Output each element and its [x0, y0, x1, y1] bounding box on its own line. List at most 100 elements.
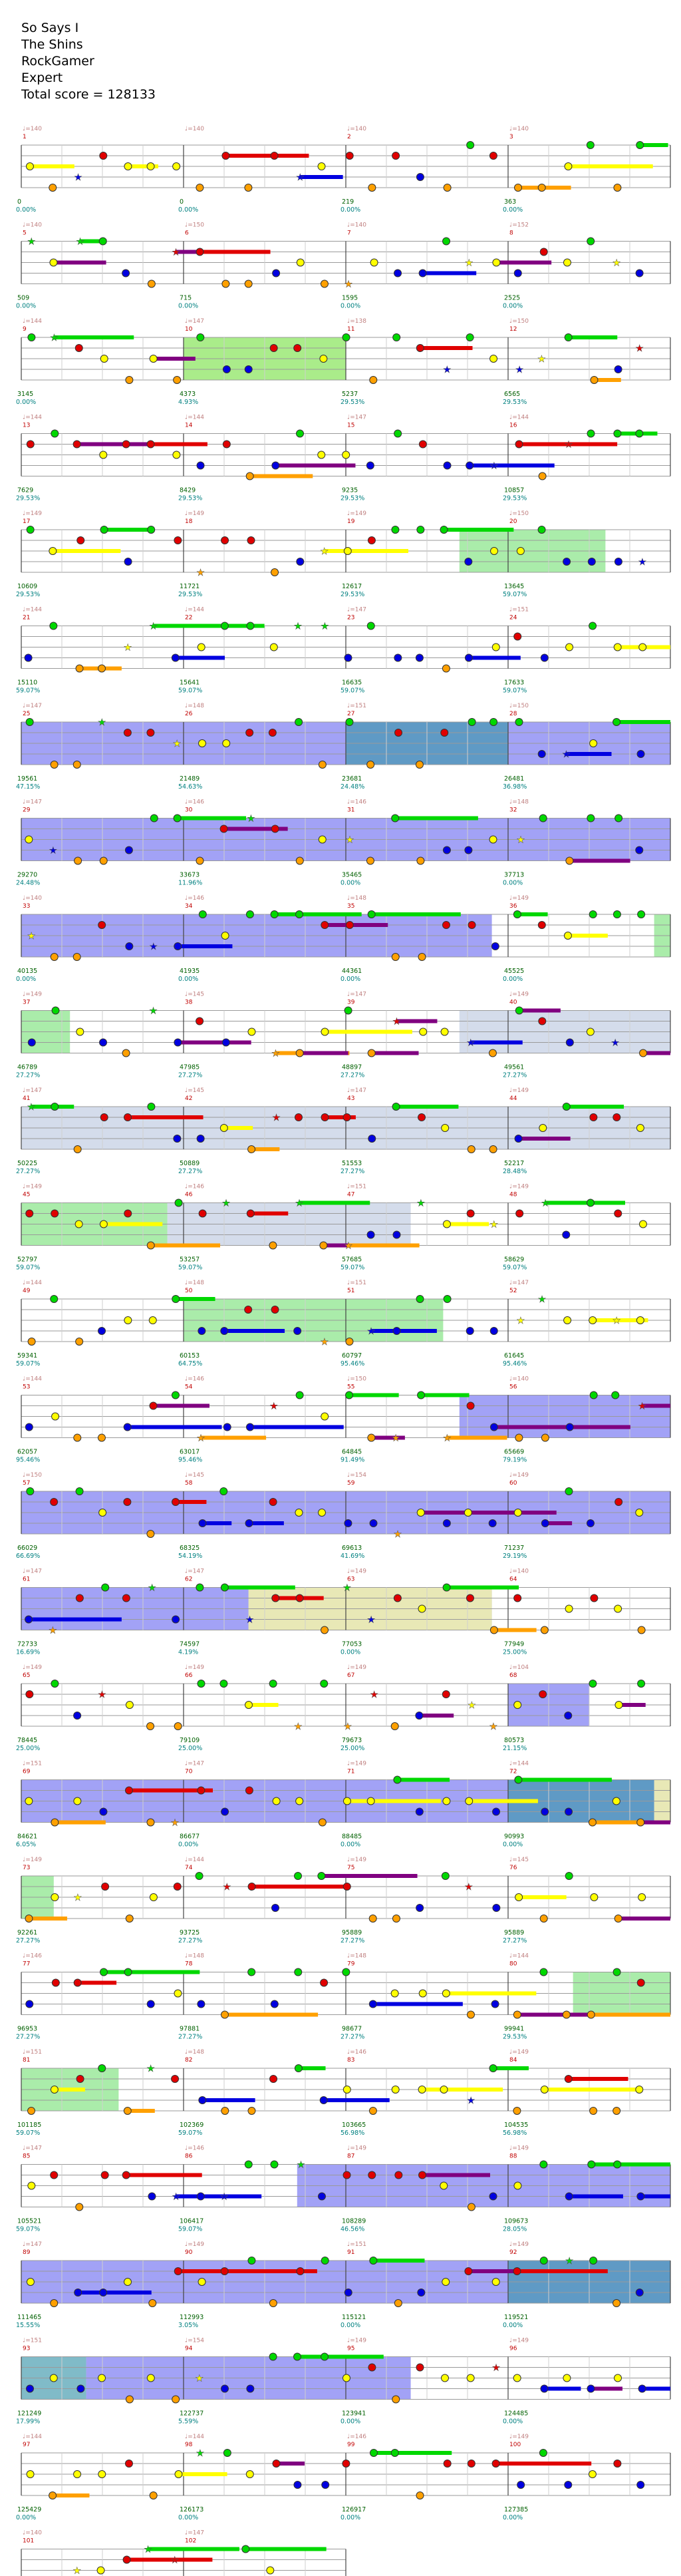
measure-score: 64845: [342, 1449, 362, 1456]
sp-percent: 0.00%: [503, 880, 523, 887]
note-gem: [99, 856, 108, 865]
note-gem: [466, 333, 474, 341]
measure-score: 6565: [504, 391, 520, 398]
sustain-tail: [346, 1799, 441, 1803]
note-gem: [442, 1220, 451, 1228]
measure-score: 69613: [342, 1545, 362, 1552]
sustain-tail: [371, 1435, 405, 1440]
note-gem: [222, 365, 231, 373]
note-gem: [635, 269, 644, 277]
note-gem: [321, 1027, 329, 1036]
sustain-tail: [323, 2098, 390, 2102]
tempo-marking: ♩=140: [23, 126, 42, 132]
measure-number: 100: [509, 2442, 521, 2448]
note-gem: [124, 1786, 133, 1795]
sustain-tail: [422, 2088, 503, 2092]
sustain-tail: [618, 1703, 646, 1707]
sustain-tail: [422, 2173, 490, 2177]
tempo-marking: ♩=147: [347, 607, 366, 614]
tempo-marking: ♩=144: [185, 1857, 204, 1863]
measure-score: 90993: [504, 1833, 524, 1841]
sustain-tail: [153, 1403, 209, 1408]
note-gem: [24, 653, 33, 662]
star-note: ★: [74, 1893, 82, 1903]
tempo-marking: ♩=147: [347, 992, 366, 998]
tempo-marking: ♩=144: [23, 1280, 42, 1286]
note-gem: [294, 1872, 303, 1880]
note-gem: [317, 1872, 326, 1880]
note-gem: [587, 558, 596, 566]
sp-percent: 59.07%: [178, 1264, 202, 1272]
sustain-tail: [127, 1425, 222, 1429]
measure-number: 72: [509, 1769, 517, 1775]
sustain-tail: [249, 474, 313, 478]
sustain-tail: [371, 912, 461, 916]
sustain-tail: [78, 2291, 152, 2295]
sustain-tail: [419, 1714, 454, 1718]
star-note: ★: [223, 1882, 231, 1893]
tempo-marking: ♩=140: [23, 895, 42, 902]
measure-number: 98: [185, 2442, 193, 2448]
sustain-tail: [518, 1137, 571, 1141]
star-note: ★: [443, 365, 452, 375]
sustain-tail: [54, 335, 134, 339]
tempo-marking: ♩=147: [347, 415, 366, 421]
note-gem: [490, 547, 499, 555]
star-note: ★: [490, 461, 499, 472]
note-gem: [394, 729, 403, 737]
measure-score: 61645: [504, 1352, 524, 1360]
note-gem: [345, 1391, 354, 1399]
note-gem: [540, 1626, 549, 1634]
note-gem: [342, 1968, 350, 1976]
note-gem: [589, 910, 597, 918]
note-gem: [25, 1915, 33, 1923]
sustain-tail: [104, 528, 155, 532]
note-gem: [173, 376, 182, 384]
note-gem: [27, 1038, 36, 1047]
measure-number: 43: [347, 1095, 354, 1102]
note-gem: [198, 1209, 207, 1218]
note-gem: [564, 1712, 573, 1720]
note-gem: [415, 1712, 424, 1720]
note-gem: [443, 184, 452, 192]
star-note: ★: [344, 279, 353, 290]
sustain-tail: [642, 2386, 670, 2391]
note-gem: [394, 429, 402, 438]
tempo-marking: ♩=144: [23, 318, 42, 325]
sustain-tail: [348, 1243, 420, 1248]
note-gem: [76, 2075, 84, 2083]
note-gem: [369, 2257, 378, 2265]
note-gem: [441, 1872, 450, 1880]
tempo-marking: ♩=149: [509, 992, 529, 998]
tempo-marking: ♩=144: [185, 415, 204, 421]
sp-percent: 95.46%: [340, 1360, 364, 1368]
note-gem: [269, 643, 278, 651]
note-gem: [51, 1209, 59, 1218]
tempo-marking: ♩=147: [185, 2530, 204, 2537]
sustain-tail: [128, 1115, 204, 1119]
note-gem: [99, 1038, 108, 1047]
measure-number: 34: [185, 903, 193, 910]
note-gem: [51, 429, 59, 438]
note-gem: [269, 1241, 277, 1250]
note-gem: [638, 1220, 647, 1228]
star-note: ★: [394, 1529, 402, 1540]
sustain-tail: [567, 934, 608, 938]
note-gem: [220, 2267, 229, 2275]
tempo-marking: ♩=145: [185, 992, 204, 998]
note-gem: [295, 1594, 304, 1602]
sustain-tail: [446, 1222, 489, 1226]
tempo-marking: ♩=144: [509, 415, 529, 421]
note-gem: [612, 1797, 620, 1805]
measure-number: 90: [185, 2249, 193, 2256]
note-gem: [75, 1594, 84, 1602]
note-gem: [295, 1509, 303, 1517]
note-gem: [491, 2460, 500, 2468]
note-gem: [443, 461, 452, 470]
tempo-marking: ♩=140: [509, 1568, 529, 1575]
note-gem: [219, 1487, 228, 1495]
note-gem: [342, 2086, 351, 2094]
note-gem: [392, 1327, 401, 1335]
measure-number: 81: [23, 2057, 30, 2064]
note-gem: [318, 835, 327, 844]
